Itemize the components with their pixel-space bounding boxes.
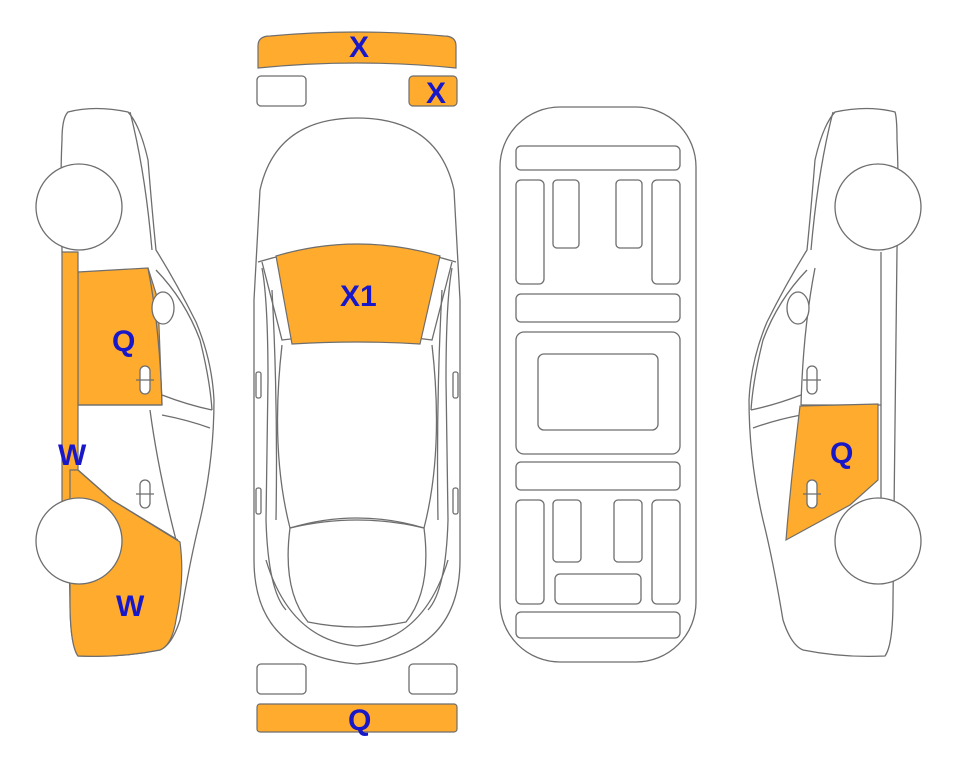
left-rear-door-handle-icon: [136, 479, 154, 509]
front-bumper-label: X: [349, 31, 369, 64]
underside-rear-right-rail: [651, 499, 681, 605]
left-rear-wheel: [35, 497, 123, 585]
underside-rear-right-part: [613, 499, 643, 563]
underside-center-panel: [537, 353, 659, 431]
front-right-part-damage: [408, 75, 458, 107]
right-side-roof-line: [810, 111, 834, 251]
left-rear-quarter-label: W: [116, 590, 145, 623]
underside-front-right-rail: [651, 179, 681, 285]
right-front-wheel: [834, 163, 922, 251]
underside-rear-panel: [515, 611, 681, 639]
left-handle-top: [255, 487, 262, 515]
underside-rear-left-rail: [515, 499, 545, 605]
right-front-door-handle-icon: [803, 365, 821, 395]
rear-window-outline: [287, 517, 427, 628]
left-front-door-handle-icon: [136, 365, 154, 395]
left-front-door-label: Q: [112, 325, 135, 358]
top-body-outline: [253, 117, 461, 665]
right-rear-wheel: [834, 497, 922, 585]
left-rear-door-line: [77, 469, 179, 541]
right-side-view: Q: [748, 107, 922, 658]
right-side-window-line: [750, 269, 808, 411]
right-mirror-top: [452, 371, 459, 399]
right-handle-top: [452, 487, 459, 515]
left-mirror: [151, 291, 175, 325]
front-right-part-label: X: [426, 77, 446, 110]
left-side-view: Q W W: [35, 107, 215, 658]
left-a-pillar-line: [261, 267, 287, 611]
top-view: X X X1 Q: [253, 31, 461, 737]
left-side-window-line: [155, 269, 213, 411]
trunk-line: [265, 559, 449, 647]
left-side-roof-line: [129, 111, 153, 251]
right-a-pillar-line: [427, 267, 453, 611]
underside-front-right-part: [615, 179, 643, 249]
underside-crossmember-front: [515, 293, 681, 323]
hood-damage: [275, 243, 441, 345]
underside-front-left-part: [552, 179, 580, 249]
rear-left-part: [256, 663, 307, 695]
roof-outline: [276, 344, 438, 529]
right-mirror: [786, 291, 810, 325]
underside-crossmember-rear: [515, 461, 681, 491]
right-side-door-line: [800, 267, 816, 406]
left-side-pillar-line: [161, 394, 213, 411]
front-left-part: [256, 75, 307, 107]
rear-right-part: [408, 663, 458, 695]
right-side-pillar-line: [750, 394, 802, 411]
underside-front-panel: [515, 145, 681, 171]
rear-bumper-damage: [256, 703, 458, 733]
right-inner-line: [436, 289, 443, 521]
underside-rear-left-part: [552, 499, 582, 563]
left-front-door-line: [147, 267, 163, 406]
left-sill-label: W: [58, 439, 87, 472]
right-door-label: Q: [830, 437, 853, 470]
right-rear-door-handle-icon: [803, 479, 821, 509]
rear-bumper-label: Q: [348, 704, 371, 737]
left-front-wheel: [35, 163, 123, 251]
left-inner-line: [271, 289, 278, 521]
right-side-pillar-line-2: [752, 414, 802, 429]
hood-label: X1: [340, 280, 377, 313]
underside-rear-center-part: [554, 573, 642, 605]
underside-front-left-rail: [515, 179, 545, 285]
left-side-pillar-line-2: [161, 414, 211, 429]
left-mirror-top: [255, 371, 262, 399]
front-bumper-damage: [257, 31, 457, 69]
left-side-rear-window: [149, 409, 177, 541]
underside-view: [499, 106, 697, 663]
